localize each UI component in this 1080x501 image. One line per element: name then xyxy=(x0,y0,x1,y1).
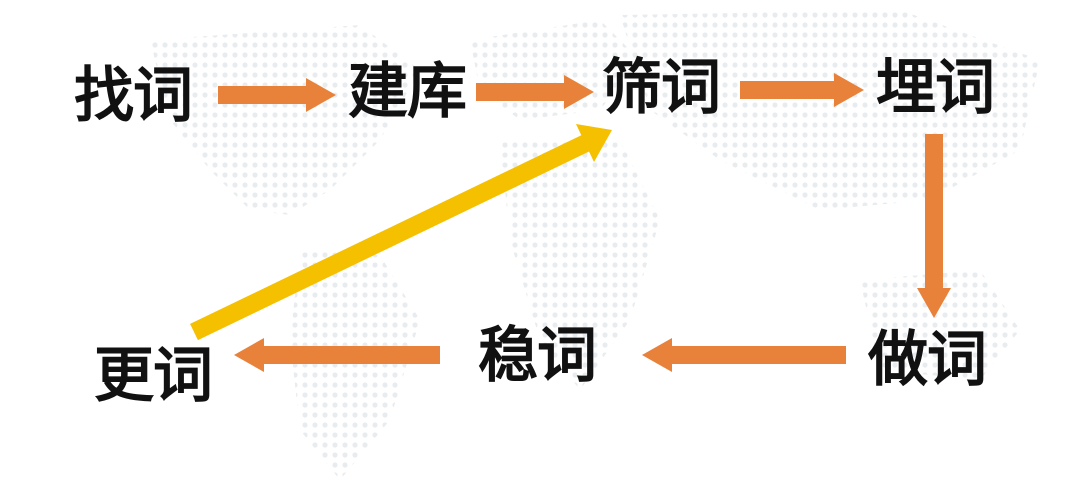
node-filter: 筛词 xyxy=(602,53,721,123)
node-update: 更词 xyxy=(94,341,213,411)
node-make: 做词 xyxy=(868,325,987,395)
node-build: 建库 xyxy=(348,57,467,127)
node-stabilize: 稳词 xyxy=(478,321,597,391)
node-find: 找词 xyxy=(74,61,193,131)
node-place: 埋词 xyxy=(876,53,995,123)
